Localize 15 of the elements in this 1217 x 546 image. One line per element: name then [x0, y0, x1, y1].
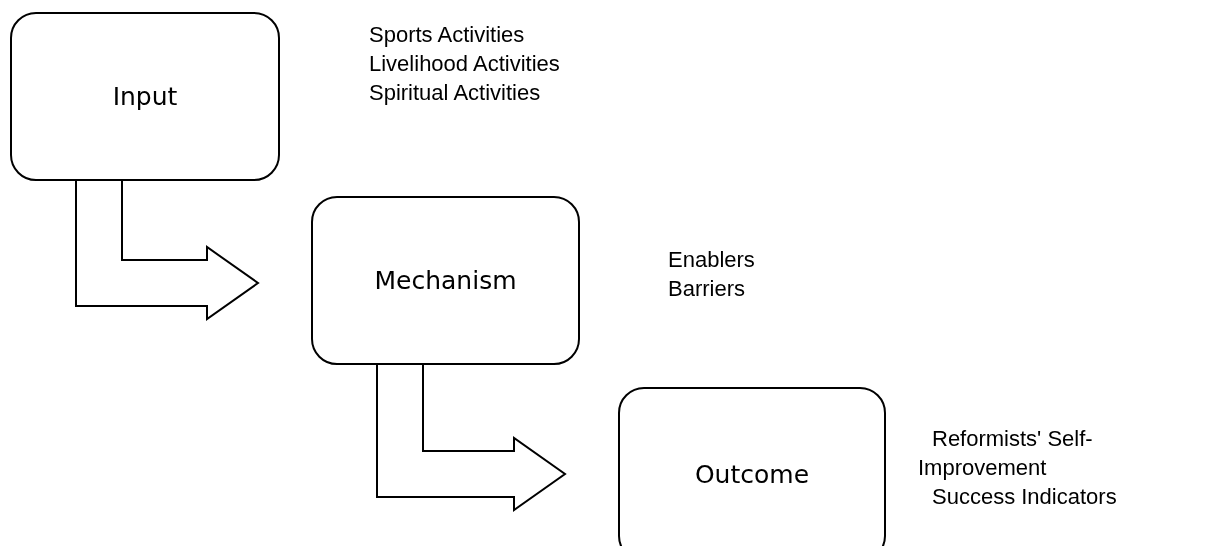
process-box: [311, 196, 580, 365]
process-box: [618, 387, 886, 546]
list-item: Spiritual Activities: [369, 79, 542, 107]
list-item: Reformists' Self-Improvement: [918, 425, 1094, 482]
process-box: [10, 12, 280, 181]
list-item: Success Indicators: [931, 483, 1118, 511]
list-item: Enablers: [668, 246, 755, 274]
block-arrow: [75, 179, 260, 321]
box-label: Outcome: [694, 460, 810, 489]
box-label: Input: [112, 82, 178, 111]
list-item: Barriers: [668, 275, 746, 303]
list-item: Livelihood Activities: [369, 50, 560, 78]
list-item: Sports Activities: [369, 21, 526, 49]
block-arrow: [376, 363, 567, 512]
box-label: Mechanism: [374, 266, 517, 295]
